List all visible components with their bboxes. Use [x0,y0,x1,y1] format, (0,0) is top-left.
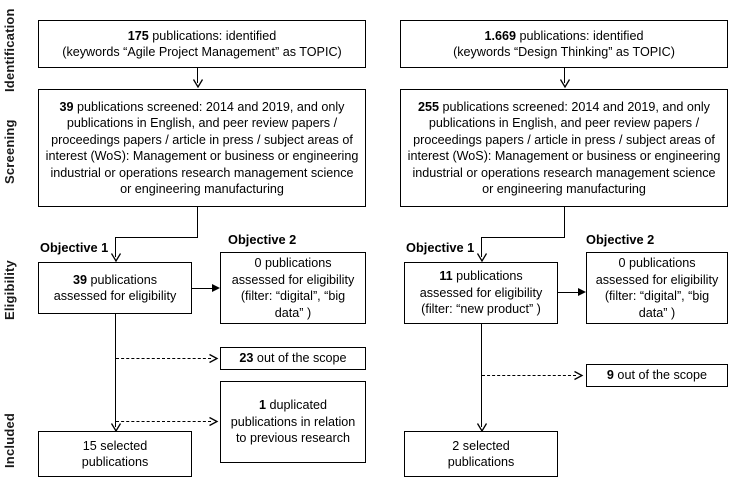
right-objective2-line4: data” ) [638,305,676,320]
right-out-of-scope-text: 9 out of the scope [606,368,708,383]
right-included-box: 2 selected publications [404,431,558,477]
left-included-box: 15 selected publications [38,431,192,477]
right-dashed-out-of-scope [482,375,576,376]
right-objective1-box: 11 publications assessed for eligibility… [404,262,558,324]
right-objective2-box: 0 publications assessed for eligibility … [586,252,728,324]
stage-label-eligibility-text: Eligibility [2,260,17,320]
left-obj1-to-obj2-line [192,288,213,290]
right-identification-line2: (keywords “Design Thinking” as TOPIC) [453,45,675,59]
left-objective2-line1: 0 publications [254,256,332,270]
left-objective1-box: 39 publications assessed for eligibility [38,262,192,314]
left-objective2-count: 0 [254,256,262,270]
left-duplicated-count: 1 [259,398,267,413]
right-obj1-to-obj2-head [578,287,586,296]
left-objective1-count: 39 [72,272,87,287]
right-obj1-to-obj2-line [558,292,579,294]
left-objective1-line1: 39 publications [72,272,158,287]
left-objective2-line3: (filter: “digital”, “big [240,289,346,303]
left-elbow-down-2 [115,237,117,257]
right-identification-count: 1.669 [484,28,517,43]
right-objective1-label: Objective 1 [406,240,475,255]
right-objective2-line2: assessed for eligibility [595,272,719,287]
left-elbow-down-1 [197,207,199,238]
left-identification-box: 175 publications: identified (keywords “… [38,20,366,68]
stage-label-eligibility: Eligibility [2,246,17,334]
left-arrow-ident-to-screen-head [192,79,203,89]
left-identification-count: 175 [127,28,149,43]
right-trunk-line [481,324,483,427]
stage-label-included: Included [2,404,17,476]
right-screening-box: 255 publications screened: 2014 and 2019… [400,89,728,207]
right-arrow-ident-to-screen-head [559,79,570,89]
right-out-of-scope-box: 9 out of the scope [586,364,728,387]
right-dashed-out-of-scope-head [574,370,584,380]
left-duplicated-text: 1 duplicated publications in relation to… [230,398,356,446]
right-arrow-ident-to-screen-line [564,68,566,83]
left-dashed-out-of-scope-head [209,353,219,363]
left-screening-box: 39 publications screened: 2014 and 2019,… [38,89,366,207]
right-objective2-label: Objective 2 [586,232,655,247]
right-objective1-line3: (filter: “new product” ) [421,302,541,317]
left-included-line2: publications [81,455,149,469]
right-included-count: 2 [452,438,460,453]
left-included-count: 15 [82,438,97,453]
right-objective1-line1: 11 publications [439,269,523,284]
right-identification-box: 1.669 publications: identified (keywords… [400,20,728,68]
left-arrow-ident-to-screen-line [197,68,199,83]
right-out-of-scope-count: 9 [606,368,614,383]
right-identification-line1: 1.669 publications: identified [484,28,644,43]
left-objective1-line2: assessed for eligibility [53,289,177,303]
right-included-line1: 2 selected [452,438,510,453]
left-objective2-box: 0 publications assessed for eligibility … [220,252,366,324]
stage-label-screening-text: Screening [2,119,17,185]
right-elbow-across [481,237,565,239]
right-arrow-to-objective1-head [476,253,487,263]
left-out-of-scope-box: 23 out of the scope [220,347,366,370]
stage-label-screening: Screening [2,100,17,204]
left-objective2-line4: data” ) [274,305,312,320]
left-dashed-duplicated [116,421,211,422]
left-obj1-to-obj2-head [212,283,220,292]
left-dashed-duplicated-head [209,416,219,426]
left-trunk-line [115,314,117,427]
right-included-line2: publications [447,455,515,469]
right-objective1-line2: assessed for eligibility [419,285,543,300]
right-objective1-count: 11 [439,269,453,284]
left-duplicated-box: 1 duplicated publications in relation to… [220,381,366,463]
left-included-line1: 15 selected [82,438,148,453]
left-out-of-scope-text: 23 out of the scope [239,351,347,366]
left-dashed-out-of-scope [116,358,211,359]
left-screening-count: 39 [59,99,74,114]
right-objective2-line3: (filter: “digital”, “big [604,289,710,303]
right-objective2-count: 0 [618,256,626,270]
left-identification-line2: (keywords “Agile Project Management” as … [62,45,342,59]
stage-label-identification: Identification [2,8,17,92]
right-screening-count: 255 [418,99,440,114]
right-screening-text: 255 publications screened: 2014 and 2019… [407,99,721,197]
stage-label-included-text: Included [2,412,17,468]
left-objective2-line2: assessed for eligibility [231,272,355,287]
left-arrow-to-objective1-head [110,253,121,263]
right-objective2-line1: 0 publications [618,256,696,270]
left-objective1-label: Objective 1 [40,240,109,255]
left-identification-line1: 175 publications: identified [127,28,277,43]
stage-label-identification-text: Identification [2,8,17,92]
right-elbow-down-1 [564,207,566,238]
left-out-of-scope-count: 23 [239,351,254,366]
left-elbow-across [115,237,198,239]
left-screening-text: 39 publications screened: 2014 and 2019,… [45,99,359,197]
right-elbow-down-2 [481,237,483,257]
left-objective2-label: Objective 2 [228,232,297,247]
